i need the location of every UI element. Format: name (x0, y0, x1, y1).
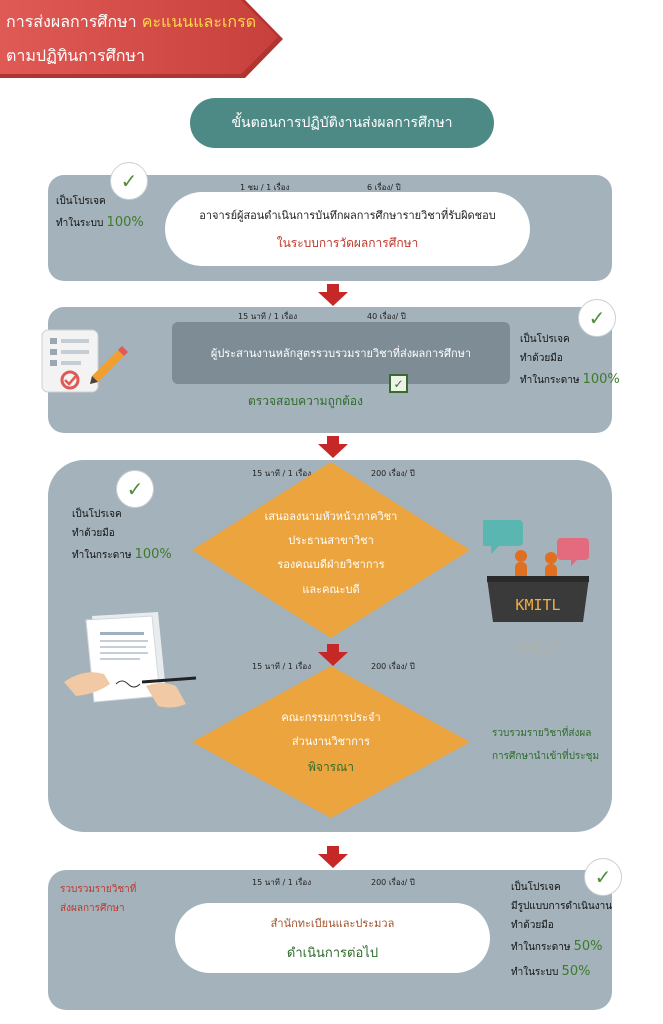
step1-side-note: เป็นโปรเจค ทำในระบบ 100% (56, 192, 144, 236)
step1-sub-text: ในระบบการวัดผลการศึกษา (276, 235, 419, 250)
step5-side-line5-row: ทำในระบบ 50% (511, 960, 612, 985)
banner-title-part1: การส่งผลการศึกษา (6, 12, 142, 31)
step5-time: 15 นาที / 1 เรื่อง (252, 878, 312, 887)
step4-diamond-line1: คณะกรรมการประจำ (281, 711, 381, 724)
process-title: ขั้นตอนการปฏิบัติงานส่งผลการศึกษา (190, 98, 494, 148)
step4-diamond-line2: ส่วนงานวิชาการ (291, 735, 371, 749)
checkbox-icon: ✓ (389, 374, 408, 393)
step3-side-line3: ทำในกระดาษ (72, 550, 135, 561)
step5-main-text: สำนักทะเบียนและประมวล (270, 916, 395, 930)
step3-diamond-line3: รองคณบดีฝ่ายวิชาการ (277, 558, 385, 572)
step3-diamond-line1: เสนอลงนามหัวหน้าภาควิชา (264, 510, 398, 523)
banner-title-line1: การส่งผลการศึกษา คะแนนและเกรด (6, 10, 256, 35)
step4-side-line1: รวบรวมรายวิชาที่ส่งผล (492, 728, 592, 739)
step4-diamond-text: คณะกรรมการประจำ ส่วนงานวิชาการ พิจารณา (222, 706, 440, 781)
step3-diamond-line4: และคณะบดี (302, 582, 360, 596)
step3-diamond-line2: ประธานสาขาวิชา (288, 534, 374, 548)
step5-main-box: สำนักทะเบียนและประมวล ดำเนินการต่อไป (175, 903, 490, 973)
flow-arrow-2 (318, 436, 348, 458)
step1-time: 1 ชม / 1 เรื่อง (240, 183, 290, 192)
step3-side-line3-row: ทำในกระดาษ 100% (72, 543, 172, 568)
step1-volume: 6 เรื่อง/ ปี (367, 183, 401, 192)
step5-side-pct2: 50% (561, 963, 591, 979)
step5-side-line5: ทำในระบบ (511, 966, 562, 978)
step5-check-icon: ✓ (584, 858, 622, 896)
step5-left-line1: รวบรวมรายวิชาที่ (60, 884, 137, 895)
step1-side-pct: 100% (106, 215, 144, 230)
step1-side-line2: ทำในระบบ (56, 218, 107, 229)
step2-side-line1: เป็นโปรเจค (520, 334, 570, 345)
signing-document-icon (64, 612, 197, 708)
step4-diamond-line3: พิจารณา (308, 760, 354, 775)
step2-side-note: เป็นโปรเจค ทำด้วยมือ ทำในกระดาษ 100% (520, 330, 620, 393)
step3-side-line1: เป็นโปรเจค (72, 509, 122, 520)
step1-side-line2-row: ทำในระบบ 100% (56, 211, 144, 236)
meeting-podium-icon: KMITL KMITL (483, 520, 589, 656)
step2-volume: 40 เรื่อง/ ปี (367, 312, 406, 321)
step5-left-note: รวบรวมรายวิชาที่ ส่งผลการศึกษา (60, 880, 136, 918)
banner-title-highlight: คะแนนและเกรด (141, 12, 257, 31)
step1-main-box: อาจารย์ผู้สอนดำเนินการบันทึกผลการศึกษารา… (165, 192, 530, 266)
step1-main-text: อาจารย์ผู้สอนดำเนินการบันทึกผลการศึกษารา… (199, 208, 496, 222)
sign-label-reflection: KMITL (515, 638, 560, 656)
step5-side-line4: ทำในกระดาษ (511, 942, 574, 953)
step5-side-note: เป็นโปรเจค มีรูปแบบการดำเนินงาน ทำด้วยมื… (511, 878, 612, 984)
step1-check-icon: ✓ (110, 162, 148, 200)
sign-label: KMITL (515, 596, 560, 614)
step2-side-line2: ทำด้วยมือ (520, 353, 563, 364)
banner-shape (0, 0, 283, 78)
flow-arrow-4 (318, 846, 348, 868)
step2-side-line3-row: ทำในกระดาษ 100% (520, 368, 620, 393)
step2-side-pct: 100% (582, 372, 620, 387)
step5-volume: 200 เรื่อง/ ปี (371, 878, 415, 887)
step2-main-box: ผู้ประสานงานหลักสูตรรวบรวมรายวิชาที่ส่งผ… (172, 322, 510, 384)
step5-side-pct1: 50% (573, 939, 603, 954)
step3-volume: 200 เรื่อง/ ปี (371, 469, 415, 478)
step2-time: 15 นาที / 1 เรื่อง (238, 312, 298, 321)
step4-time: 15 นาที / 1 เรื่อง (252, 662, 312, 671)
step3-side-note: เป็นโปรเจค ทำด้วยมือ ทำในกระดาษ 100% (72, 505, 172, 568)
step5-side-line2: มีรูปแบบการดำเนินงาน (511, 901, 613, 912)
step3-diamond (192, 462, 470, 638)
step2-verify-text: ตรวจสอบความถูกต้อง (248, 394, 363, 408)
banner-title-line2: ตามปฏิทินการศึกษา (6, 46, 145, 65)
step2-check-icon: ✓ (578, 299, 616, 337)
step2-side-line3: ทำในกระดาษ (520, 375, 583, 386)
step4-volume: 200 เรื่อง/ ปี (371, 662, 415, 671)
step3-diamond-text: เสนอลงนามหัวหน้าภาควิชา ประธานสาขาวิชา ร… (222, 505, 440, 602)
flow-arrow-1 (318, 284, 348, 306)
step1-side-line1: เป็นโปรเจค (56, 196, 106, 207)
step5-side-line3: ทำด้วยมือ (511, 920, 554, 931)
step5-side-line1: เป็นโปรเจค (511, 882, 561, 893)
step5-sub-text: ดำเนินการต่อไป (286, 945, 379, 961)
step5-left-line2: ส่งผลการศึกษา (60, 903, 125, 914)
header-banner: การส่งผลการศึกษา คะแนนและเกรด ตามปฏิทินก… (0, 0, 285, 78)
step3-side-line2: ทำด้วยมือ (72, 528, 115, 539)
step5-side-line4-row: ทำในกระดาษ 50% (511, 935, 612, 960)
step4-side-line2: การศึกษานำเข้าที่ประชุม (492, 751, 600, 762)
step3-side-pct: 100% (134, 547, 172, 562)
flow-arrow-3 (318, 644, 348, 666)
step3-check-icon: ✓ (116, 470, 154, 508)
step4-diamond (192, 666, 470, 818)
step4-side-note: รวบรวมรายวิชาที่ส่งผล การศึกษานำเข้าที่ป… (492, 722, 599, 768)
checklist-pen-icon (41, 329, 128, 393)
step3-time: 15 นาที / 1 เรื่อง (252, 469, 312, 478)
